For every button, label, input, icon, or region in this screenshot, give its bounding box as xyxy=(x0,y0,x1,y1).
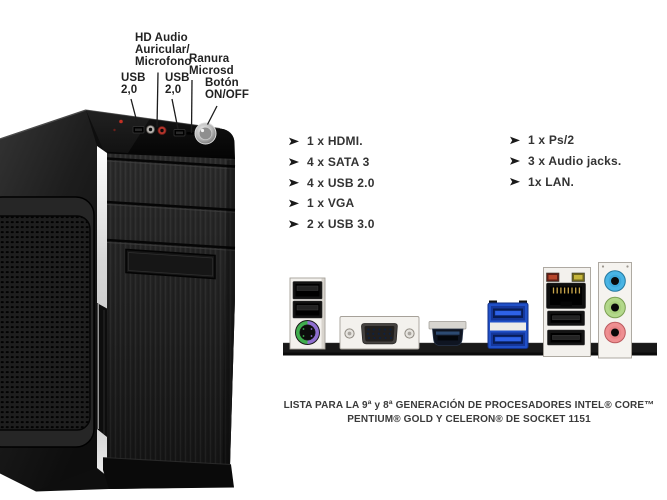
microphone-jack xyxy=(157,126,167,135)
vga-port xyxy=(339,316,420,350)
list-item: 4 x SATA 3 xyxy=(289,152,375,173)
audio-jack-line-out xyxy=(604,296,626,319)
rear-usb2-port xyxy=(292,300,323,319)
spec-label: 4 x SATA 3 xyxy=(307,155,370,170)
pc-case-illustration xyxy=(0,72,236,492)
arrow-bullet-icon xyxy=(289,137,299,146)
list-item: 1 x VGA xyxy=(289,193,375,214)
case-foot xyxy=(102,457,234,489)
arrow-bullet-icon xyxy=(510,157,520,165)
arrow-bullet-icon xyxy=(289,158,299,166)
lan-usb-block xyxy=(543,267,591,357)
callout-microsd: Ranura Microsd xyxy=(189,53,234,77)
audio-jacks-block xyxy=(598,262,632,359)
spec-list-middle: 1 x HDMI. 4 x SATA 3 4 x USB 2.0 1 x VGA… xyxy=(289,131,375,234)
list-item: 1x LAN. xyxy=(510,171,621,192)
list-item: 1 x Ps/2 xyxy=(510,130,621,151)
audio-jack-line-in xyxy=(604,270,626,292)
spec-label: 2 x USB 3.0 xyxy=(307,217,375,232)
lan-led-right xyxy=(571,272,585,282)
arrow-bullet-icon xyxy=(289,220,299,228)
case-front-panel xyxy=(106,153,236,476)
caption-line-2: PENTIUM® GOLD Y CELERON® DE SOCKET 1151 xyxy=(347,413,591,425)
spec-list-right: 1 x Ps/2 3 x Audio jacks. 1x LAN. xyxy=(510,130,621,192)
audio-jack-mic xyxy=(604,321,626,344)
case-front-trim-strip xyxy=(97,146,107,476)
spec-label: 1x LAN. xyxy=(528,174,575,189)
compatibility-caption: LISTA PARA LA 9ª y 8ª GENERACIÓN DE PROC… xyxy=(283,399,655,426)
usb3-ports xyxy=(487,300,529,349)
arrow-bullet-icon xyxy=(510,136,520,145)
lan-rj45-port xyxy=(546,282,586,309)
power-button xyxy=(194,122,217,145)
list-item: 2 x USB 3.0 xyxy=(289,214,375,235)
arrow-bullet-icon xyxy=(289,178,299,187)
front-usb-port-2 xyxy=(173,129,186,137)
ps2-usb-block xyxy=(289,277,326,350)
arrow-bullet-icon xyxy=(289,199,299,208)
spec-label: 3 x Audio jacks. xyxy=(528,154,622,169)
small-drive-bay-cover xyxy=(125,248,216,280)
microsd-slot xyxy=(186,132,195,135)
lan-led-left xyxy=(546,272,560,282)
ps2-combo-port xyxy=(295,320,320,345)
callout-hd-audio: HD Audio Auricular/ Microfono xyxy=(135,32,192,68)
callout-usb-left: USB 2,0 xyxy=(121,72,146,96)
side-mesh-vent xyxy=(0,196,95,448)
spec-label: 1 x HDMI. xyxy=(307,134,363,149)
rear-usb2-port xyxy=(292,281,323,300)
rear-usb2-port xyxy=(547,310,585,326)
list-item: 4 x USB 2.0 xyxy=(289,172,375,193)
list-item: 3 x Audio jacks. xyxy=(510,151,621,172)
callout-lines xyxy=(130,72,218,134)
arrow-bullet-icon xyxy=(510,177,520,186)
front-usb-port-1 xyxy=(132,126,145,134)
callout-usb-right: USB 2,0 xyxy=(165,72,190,96)
power-led xyxy=(119,119,123,124)
caption-line-1: LISTA PARA LA 9ª y 8ª GENERACIÓN DE PROC… xyxy=(283,400,655,411)
spec-label: 1 x VGA xyxy=(307,196,355,211)
headphone-jack xyxy=(146,125,155,134)
spec-label: 1 x Ps/2 xyxy=(528,133,575,148)
case-side-panel xyxy=(0,109,97,491)
hdmi-port xyxy=(428,321,467,346)
vga-pins xyxy=(366,328,393,340)
spec-label: 4 x USB 2.0 xyxy=(307,175,375,190)
case-top-front-panel xyxy=(85,109,235,159)
rear-usb2-port xyxy=(547,329,585,346)
hdd-led xyxy=(113,128,116,132)
drive-bay-dividers xyxy=(106,157,236,251)
callout-power: Botón ON/OFF xyxy=(205,77,250,101)
list-item: 1 x HDMI. xyxy=(289,131,375,152)
motherboard-io-illustration xyxy=(283,262,657,359)
